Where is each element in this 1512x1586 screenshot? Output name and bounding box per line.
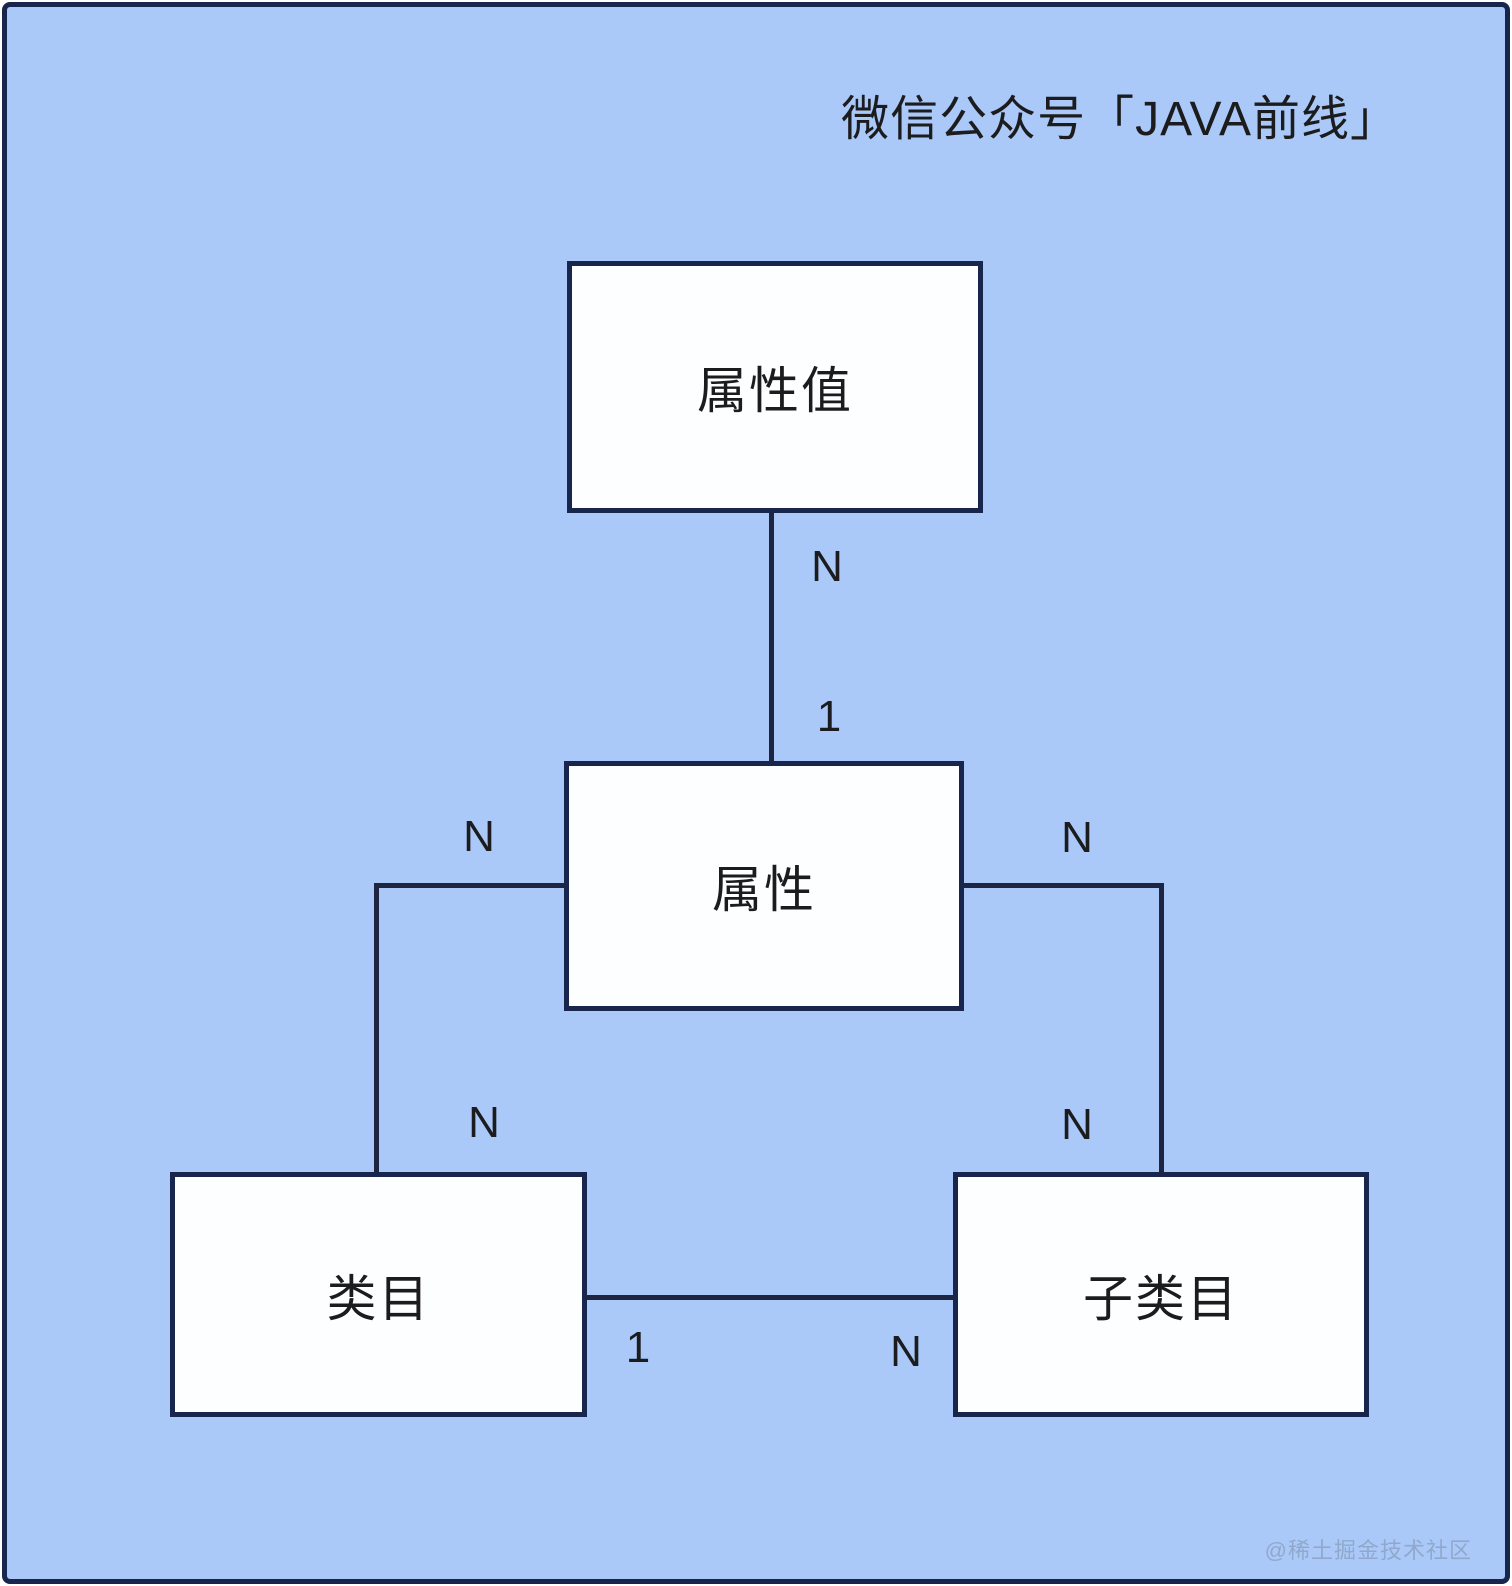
connector-attribute-subcategory-horizontal: [960, 883, 1164, 888]
cardinality-label: 1: [816, 692, 842, 741]
connector-category-subcategory: [584, 1295, 956, 1300]
cardinality-label: N: [468, 1098, 500, 1147]
entity-attribute: 属性: [564, 761, 964, 1011]
entity-subcategory: 子类目: [953, 1172, 1369, 1417]
cardinality-label: N: [811, 542, 843, 591]
cardinality-label: 1: [625, 1323, 651, 1372]
entity-label: 属性值: [697, 363, 853, 419]
connector-attribute-category-vertical: [374, 883, 379, 1176]
cardinality-label: N: [1061, 813, 1093, 862]
entity-label: 类目: [326, 1270, 431, 1327]
connector-attribute-subcategory-vertical: [1159, 883, 1164, 1176]
cardinality-label: N: [463, 812, 495, 861]
cardinality-label: N: [1061, 1100, 1093, 1149]
entity-label: 属性: [712, 862, 816, 918]
entity-label: 子类目: [1083, 1270, 1239, 1327]
entity-attribute-value: 属性值: [567, 261, 983, 513]
entity-category: 类目: [170, 1172, 587, 1417]
cardinality-label: N: [890, 1327, 922, 1376]
connector-attributevalue-attribute: [769, 512, 774, 764]
watermark: @稀土掘金技术社区: [1264, 1538, 1472, 1563]
connector-attribute-category-horizontal: [376, 883, 568, 888]
page-title: 微信公众号「JAVA前线」: [841, 93, 1399, 146]
